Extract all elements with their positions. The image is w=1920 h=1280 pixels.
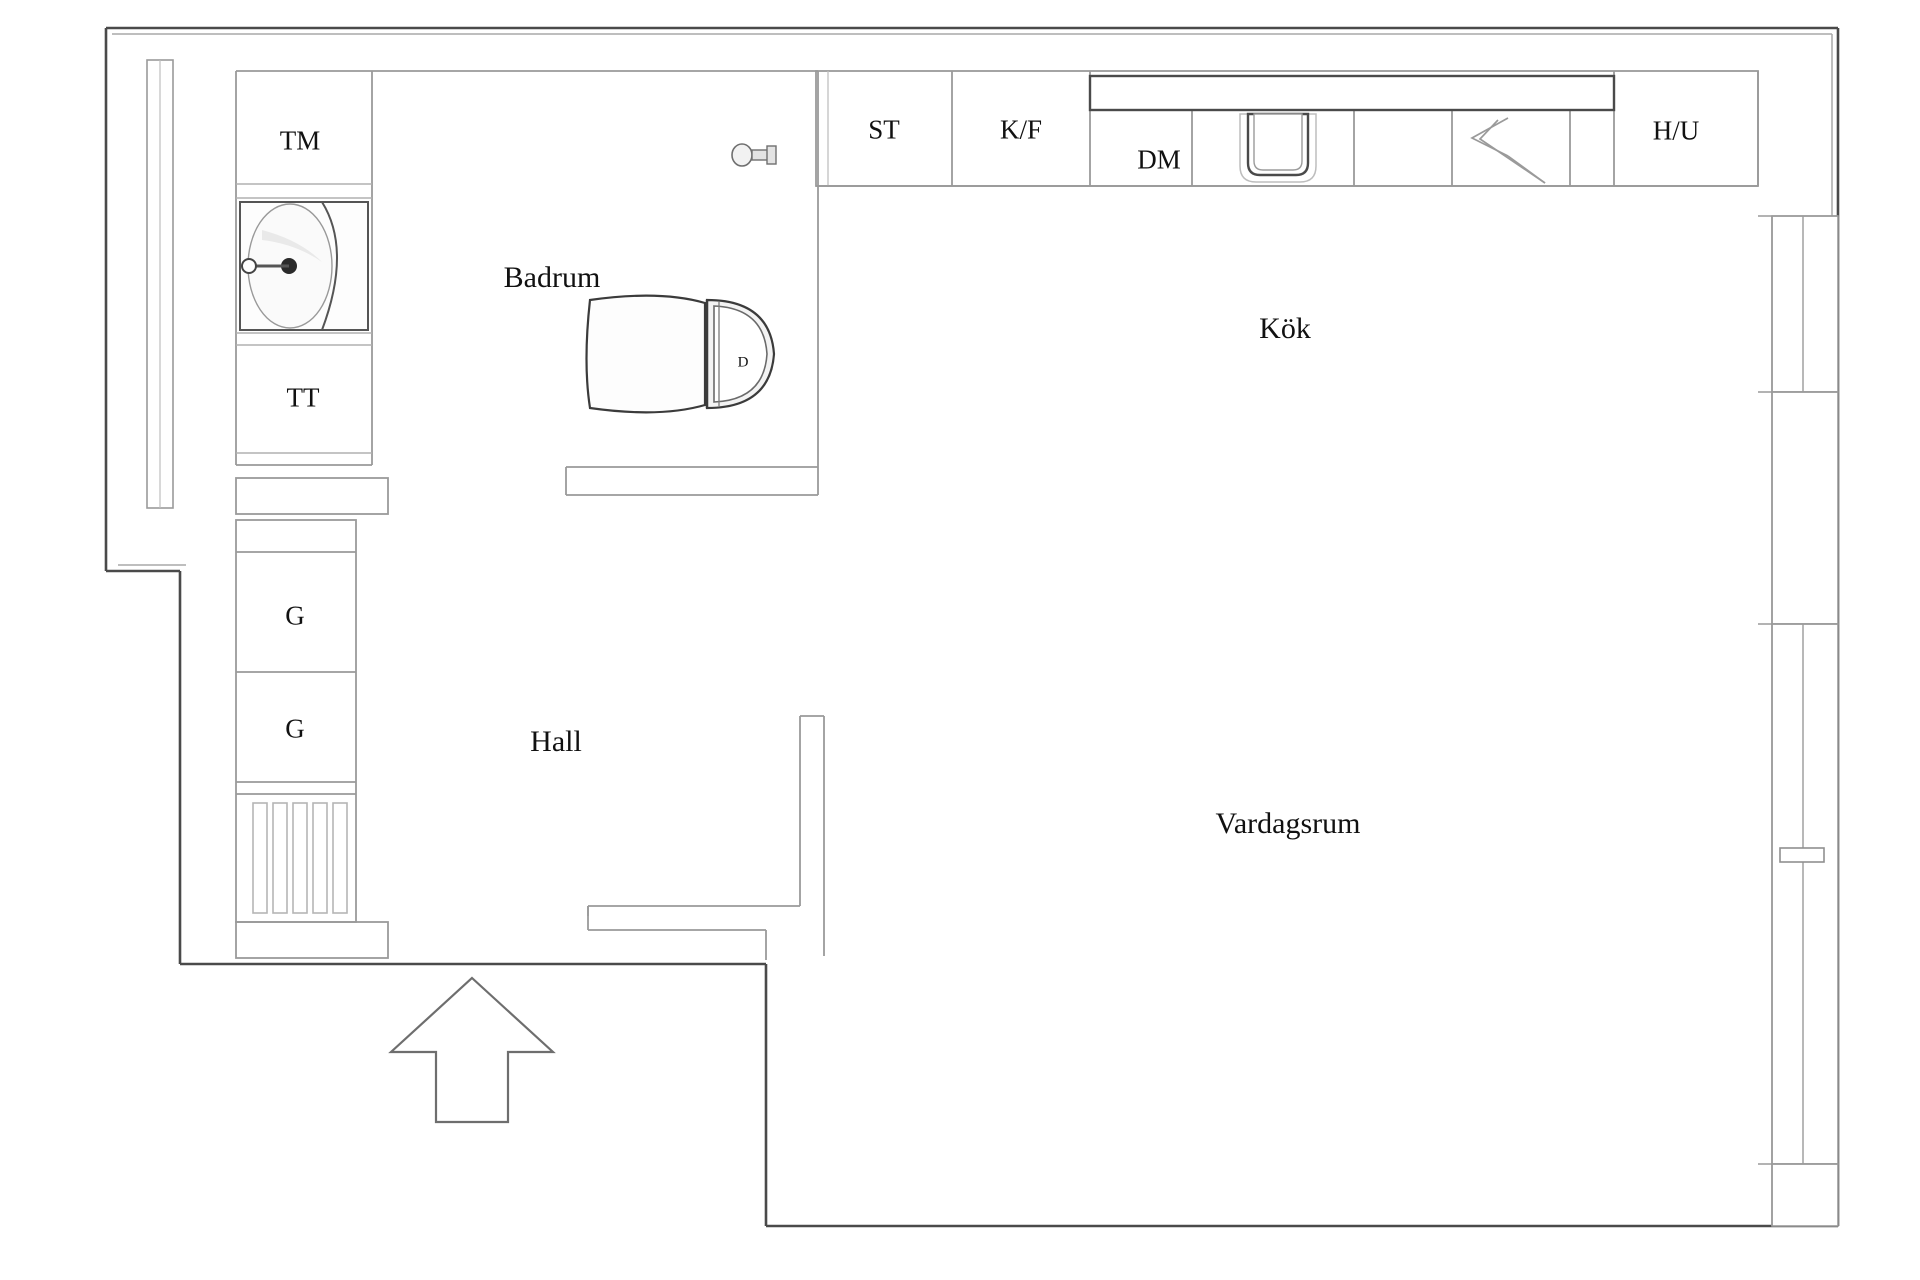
fixture-label-oven-unit: H/U [1652,115,1700,146]
shelf-slats-icon [252,802,348,914]
room-label-hall: Hall [530,725,582,758]
kitchen-sink-basin [1239,112,1317,183]
entrance-arrow-icon [388,976,556,1124]
hall-closet-walls [235,477,389,959]
cooktop-chevron-icon [1470,117,1546,184]
room-label-badrum: Badrum [503,261,601,294]
fixture-label-wardrobe-lower: G [285,713,305,744]
wall-segment-right-mid [1771,391,1839,625]
room-label-kok: Kök [1259,312,1311,345]
interior-wall-faces [112,33,1833,1220]
fixture-label-fridge-freezer: K/F [999,114,1043,145]
wall-notch-right-top [1758,215,1838,1226]
window-left [146,59,174,509]
kitchen-countertop [1088,74,1616,112]
door-knob-icon [731,143,777,167]
fixture-label-pantry: ST [868,114,900,145]
kitchen-cabinet-run [815,70,1759,187]
hall-partition-walls [587,715,825,960]
fixture-label-wardrobe-upper: G [285,600,305,631]
window-right-lower [1771,623,1839,1165]
fixture-label-dishwasher: DM [1137,144,1181,175]
window-right-upper [1771,215,1839,393]
window-right-sill-bottom [1771,1163,1839,1227]
room-label-vardagsrum: Vardagsrum [1215,807,1361,840]
fixture-label-washing-machine: TM [279,125,321,156]
toilet-fixture [585,294,776,414]
bathroom-walls [235,70,819,496]
bathroom-appliance-dividers [236,183,372,454]
bathroom-sink [239,201,369,331]
fixture-label-toilet-cistern: D [737,354,749,371]
fixture-label-tumble-dryer: TT [286,382,320,413]
